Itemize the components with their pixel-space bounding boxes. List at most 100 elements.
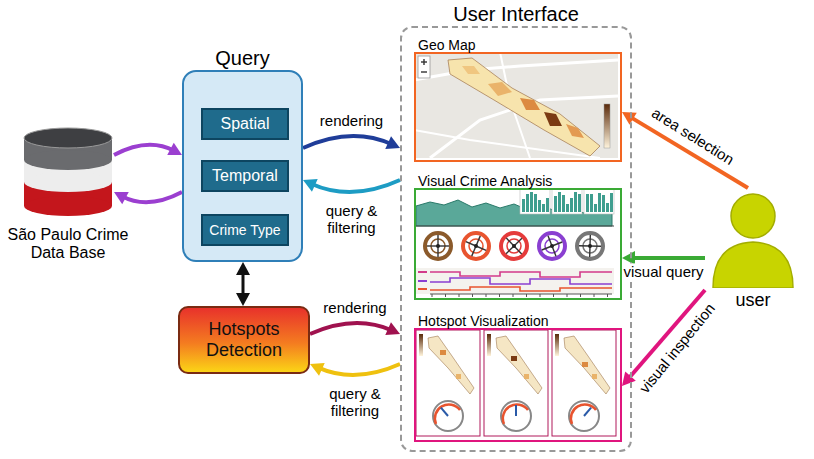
hotspot-picture xyxy=(569,401,599,431)
user-icon xyxy=(731,194,775,238)
crime-analysis-picture xyxy=(607,294,608,297)
arrow-head xyxy=(114,192,129,204)
hotspot-picture xyxy=(419,334,423,356)
crime-analysis-picture xyxy=(530,192,533,212)
connector-line xyxy=(311,180,400,192)
geo-map-picture xyxy=(448,58,600,156)
crime-analysis-picture xyxy=(430,278,612,284)
user-icon xyxy=(705,188,801,288)
crime-analysis-picture xyxy=(463,233,489,259)
edge-label: visual query xyxy=(621,263,705,280)
query-type-box: Crime Type xyxy=(201,214,289,246)
edge-label: visual inspection xyxy=(634,298,719,397)
arrow-head xyxy=(303,179,318,192)
user-figure: user xyxy=(705,188,801,312)
heading: Geo Map xyxy=(418,37,476,53)
crime-analysis-picture xyxy=(538,200,541,212)
crime-analysis-picture xyxy=(430,272,612,277)
crime-analysis-picture xyxy=(534,194,537,212)
crime-analysis-picture xyxy=(602,195,605,212)
query-type-box: Spatial xyxy=(201,108,289,140)
crime-analysis-picture xyxy=(520,189,614,214)
geo-map-picture xyxy=(423,59,424,65)
crime-analysis-picture xyxy=(522,199,525,212)
connector xyxy=(310,322,400,335)
hotspot-picture xyxy=(584,408,591,416)
geo-map-picture xyxy=(520,98,540,110)
query-type-box: Temporal xyxy=(201,160,289,192)
arrow-head xyxy=(385,322,400,335)
box-label: Spatial xyxy=(221,115,270,133)
box-label: Temporal xyxy=(212,167,278,185)
crime-analysis-picture xyxy=(558,192,561,212)
crime-analysis-picture xyxy=(486,294,487,297)
crime-analysis-picture xyxy=(545,239,559,253)
crime-analysis-picture xyxy=(540,294,541,297)
crime-analysis-picture xyxy=(512,244,516,248)
crime-analysis-picture xyxy=(606,203,609,212)
connector-line xyxy=(303,136,392,148)
connector xyxy=(303,136,400,149)
crime-analysis-picture xyxy=(598,193,601,212)
edge-label: query & filtering xyxy=(313,385,397,420)
crime-analysis-picture xyxy=(526,294,527,297)
hotspot-picture xyxy=(501,401,531,431)
hotspot-picture xyxy=(582,362,588,367)
arrow-head xyxy=(622,112,637,125)
crime-analysis-picture xyxy=(416,226,614,227)
hotspot-picture xyxy=(592,374,597,379)
cylinder-shape xyxy=(24,128,112,148)
crime-analysis-picture xyxy=(542,204,545,212)
crime-analysis-picture xyxy=(418,288,427,290)
hotspot-picture xyxy=(428,336,474,394)
crime-analysis-picture xyxy=(430,287,612,291)
crime-analysis-picture xyxy=(574,192,577,212)
crime-analysis-picture xyxy=(432,294,608,297)
crime-analysis-picture xyxy=(436,244,440,248)
crime-analysis-picture xyxy=(580,294,581,297)
connector-line xyxy=(318,364,400,375)
heading: Query xyxy=(184,47,301,70)
crime-analysis-picture xyxy=(501,233,527,259)
hotspot-picture xyxy=(524,374,529,379)
geo-map-picture xyxy=(566,124,584,138)
hotspot-picture xyxy=(416,330,480,436)
geo-map-picture xyxy=(418,56,430,78)
crime-analysis-picture xyxy=(507,239,521,253)
arrow-head xyxy=(622,372,636,386)
box-label: Crime Type xyxy=(209,222,280,238)
crime-analysis-picture xyxy=(430,294,612,295)
connector xyxy=(310,363,400,376)
crime-analysis-picture xyxy=(520,189,550,214)
hotspot-picture xyxy=(552,330,616,436)
connector-line xyxy=(310,323,392,334)
crime-analysis-picture xyxy=(416,268,614,294)
hotspot-picture xyxy=(496,336,542,394)
connector xyxy=(236,262,250,306)
crime-analysis-picture xyxy=(499,294,500,297)
crime-analysis-picture xyxy=(550,244,554,248)
crime-analysis-picture xyxy=(570,198,573,212)
heading: Visual Crime Analysis xyxy=(418,173,552,189)
crime-analysis-picture xyxy=(418,271,427,273)
hotspot-picture xyxy=(571,404,596,424)
crime-analysis-picture xyxy=(553,294,554,297)
arrow-head xyxy=(167,143,182,155)
connector xyxy=(303,179,400,192)
geo-map-picture xyxy=(421,71,427,72)
crime-analysis-picture xyxy=(416,200,612,226)
arrow-head xyxy=(236,293,250,306)
crime-analysis-picture xyxy=(610,193,613,212)
edge-label: rendering xyxy=(318,112,385,129)
geo-map-picture xyxy=(414,60,618,80)
crime-analysis-picture xyxy=(588,244,592,248)
crime-analysis-picture xyxy=(513,294,514,297)
crime-analysis-picture xyxy=(469,239,483,253)
geo-map-picture xyxy=(488,82,512,96)
hotspot-picture xyxy=(456,374,461,379)
geo-map-picture xyxy=(414,52,618,158)
view-panel: Hotspot Visualization xyxy=(414,328,622,442)
crime-analysis-picture xyxy=(584,189,614,214)
process-box: Hotspots Detection xyxy=(178,306,310,374)
